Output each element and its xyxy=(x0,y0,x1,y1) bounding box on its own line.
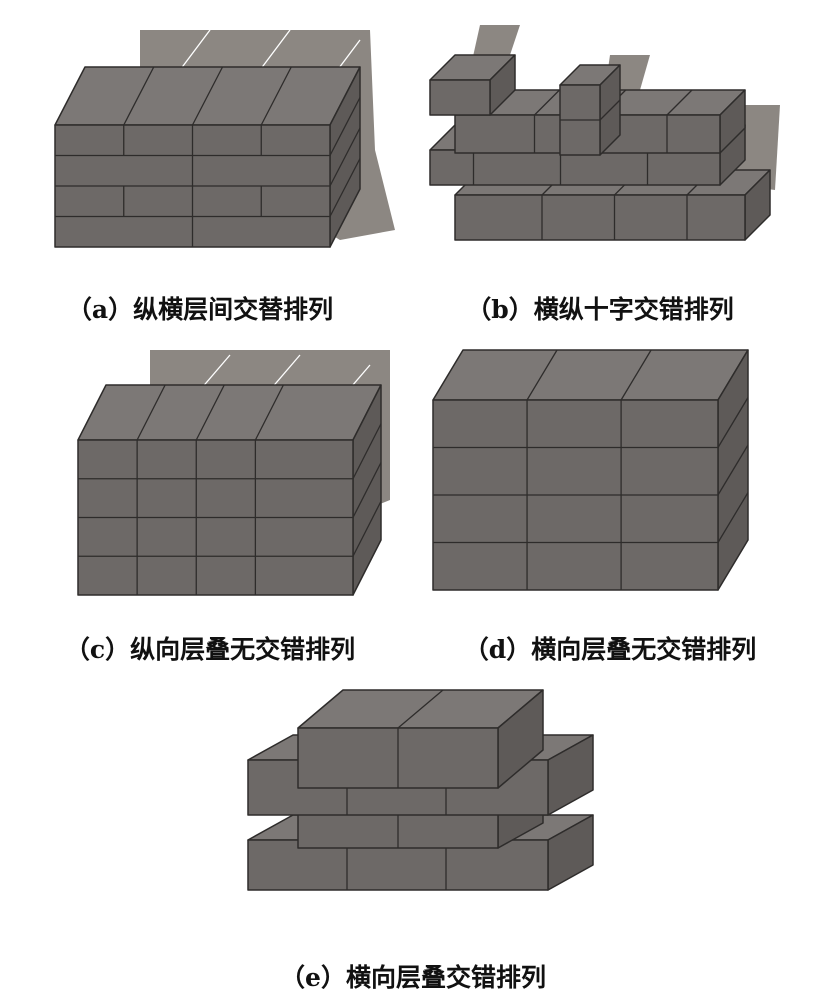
caption-c: （c）纵向层叠无交错排列 xyxy=(64,635,356,664)
block-a-top-joint xyxy=(123,66,155,126)
block-c-joint xyxy=(352,462,382,518)
block-c-top-joint xyxy=(136,384,166,441)
block-d-joint xyxy=(717,492,749,543)
block-b-upper-top-joint xyxy=(666,89,693,116)
block-b-bottom-front xyxy=(454,194,746,241)
block-a-joint xyxy=(329,127,361,187)
block-a-top-joint xyxy=(260,66,292,126)
block-b-upper-top-joint xyxy=(534,89,560,116)
block-c-joint xyxy=(352,500,382,557)
block-a-joint xyxy=(329,97,361,156)
block-c-top xyxy=(77,384,382,441)
block-a-top-joint xyxy=(191,66,224,126)
shadow-gap xyxy=(179,29,211,71)
block-d-joint xyxy=(717,444,749,496)
shadow-gap xyxy=(199,354,231,391)
block-c-joint xyxy=(352,423,382,480)
block-b-top-left-front xyxy=(429,79,491,116)
block-d-top xyxy=(432,349,749,401)
shadow-b xyxy=(735,105,780,190)
caption-d: （d）横向层叠无交错排列 xyxy=(463,635,757,664)
block-d-joint xyxy=(717,397,749,448)
shadow-gap xyxy=(259,29,291,71)
block-b-top-cross-joint xyxy=(599,99,621,121)
block-d-top-joint xyxy=(526,349,558,401)
block-c-top-joint xyxy=(195,384,225,441)
block-e-top-top-joint xyxy=(397,689,444,729)
shadow-gap xyxy=(269,354,301,391)
block-d-top-joint xyxy=(620,349,652,401)
block-a-joint xyxy=(329,158,361,217)
caption-a: （a）纵横层间交替排列 xyxy=(66,295,334,324)
caption-e: （e）横向层叠交错排列 xyxy=(280,963,546,992)
caption-b: （b）横纵十字交错排列 xyxy=(466,295,734,324)
block-c-top-joint xyxy=(254,384,284,441)
